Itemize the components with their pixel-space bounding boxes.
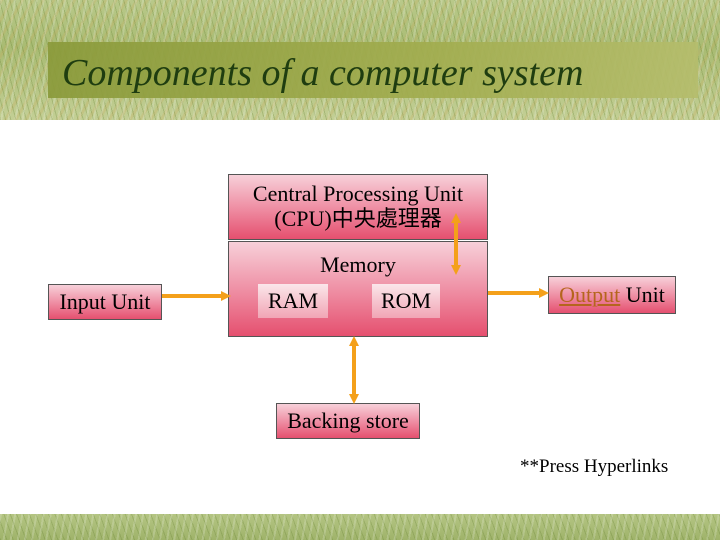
cpu-box[interactable]: Central Processing Unit (CPU)中央處理器 xyxy=(228,174,488,240)
output-hyperlink[interactable]: Output xyxy=(559,282,621,307)
cpu-label-line1: Central Processing Unit xyxy=(252,181,464,206)
grass-footer xyxy=(0,514,720,540)
output-unit-label: Unit xyxy=(620,282,665,307)
input-unit-box[interactable]: Input Unit xyxy=(48,284,162,320)
rom-box[interactable]: ROM xyxy=(372,284,440,318)
backing-store-box[interactable]: Backing store xyxy=(276,403,420,439)
slide-title: Components of a computer system xyxy=(62,52,584,94)
cpu-label-line2: (CPU)中央處理器 xyxy=(274,206,442,231)
title-band xyxy=(48,42,698,98)
hyperlink-note: **Press Hyperlinks xyxy=(520,456,669,477)
ram-box[interactable]: RAM xyxy=(258,284,328,318)
memory-label: Memory xyxy=(320,252,396,277)
output-unit-box[interactable]: Output Unit xyxy=(548,276,676,314)
